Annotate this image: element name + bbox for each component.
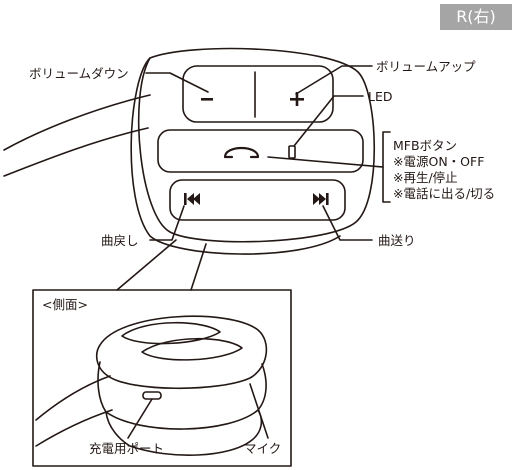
earcup-side-rim (130, 57, 341, 255)
mfb-bar (157, 129, 364, 173)
leader-charging-port (127, 398, 153, 439)
headband-upper (3, 94, 151, 151)
charging-port-icon (142, 391, 162, 400)
volume-pad (182, 65, 334, 123)
mfb-title: MFBボタン (393, 138, 458, 153)
inset-frame (32, 289, 292, 467)
mfb-description: MFBボタン ※電源ON・OFF ※再生/停止 ※電話に出る/切る (393, 138, 495, 202)
prev-track-icon (184, 193, 200, 205)
leader-next (322, 205, 373, 241)
leader-led (293, 95, 364, 147)
leader-prev (149, 205, 185, 241)
leader-volume-up (295, 65, 373, 95)
track-pad (169, 179, 346, 221)
zoom-line-left (116, 239, 177, 291)
label-volume-down: ボリュームダウン (29, 66, 129, 81)
led-indicator-icon (288, 145, 296, 159)
phone-icon (223, 146, 260, 159)
leader-mfb (267, 156, 384, 168)
inset-earcup-band (97, 361, 267, 430)
mfb-note-power: ※電源ON・OFF (393, 154, 485, 169)
side-badge: R(右) (440, 4, 512, 30)
inset-headband-lower (35, 409, 113, 447)
plus-icon (290, 92, 304, 106)
label-next-track: 曲送り (378, 233, 416, 248)
next-track-icon (313, 193, 329, 205)
label-mic: マイク (244, 441, 282, 456)
leader-volume-down (145, 72, 209, 93)
inset-pad-2 (141, 337, 243, 361)
earcup-outer (137, 47, 376, 243)
inset-title: <側面> (42, 297, 88, 312)
mfb-bracket (382, 131, 391, 203)
inset-pad-1 (121, 321, 221, 345)
label-volume-up: ボリュームアップ (376, 59, 476, 74)
zoom-line-right (190, 243, 207, 291)
mfb-note-call: ※電話に出る/切る (393, 186, 496, 201)
inset-headband-upper (35, 375, 111, 421)
label-led: LED (368, 89, 393, 104)
leader-mic (249, 383, 269, 439)
inset-earcup-base (105, 409, 263, 456)
label-prev-track: 曲戻し (101, 233, 139, 248)
minus-icon (201, 98, 213, 101)
label-charging-port: 充電用ポート (89, 441, 165, 456)
inset-earcup-top (95, 315, 268, 390)
mfb-note-play: ※再生/停止 (393, 170, 458, 185)
headband-lower (3, 127, 149, 177)
